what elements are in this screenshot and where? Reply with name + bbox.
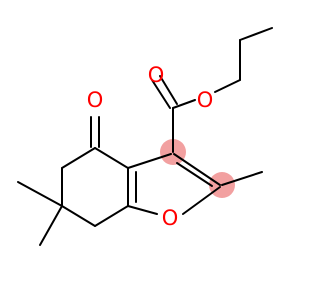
- bond-o1-c7a: [127, 205, 158, 215]
- bond-ester-c-o-2: [159, 75, 178, 105]
- bond-c3a-c3: [127, 153, 172, 169]
- atom-ketone-oxygen: O: [87, 88, 104, 112]
- bond-c3-c2-1: [173, 153, 221, 186]
- bond-c6-c7: [61, 205, 96, 227]
- bond-layer: [17, 27, 273, 246]
- bond-ch3-terminal: [239, 27, 273, 41]
- bond-ester-o-ch2: [214, 79, 241, 93]
- bond-c3-c2-2: [176, 162, 213, 187]
- bond-c4-c5: [61, 147, 96, 169]
- bond-c6-methyl-a: [17, 181, 63, 207]
- bond-c2-methyl: [221, 171, 263, 186]
- structure-canvas: O O O O: [17, 27, 273, 246]
- bond-c4-c3a: [94, 147, 129, 169]
- bond-c6-methyl-b: [39, 205, 63, 246]
- atom-ester-carbonyl-oxygen: O: [148, 63, 165, 87]
- atom-ester-oxygen: O: [197, 88, 214, 112]
- bond-carbonyl-c-ester-o: [172, 99, 196, 109]
- bond-c7-c7a: [94, 205, 129, 227]
- bond-ester-c-o-1: [151, 79, 171, 109]
- molecule-structure: O O O O: [17, 27, 273, 246]
- atom-furan-oxygen: O: [162, 206, 179, 230]
- bond-c2-o1: [182, 186, 221, 215]
